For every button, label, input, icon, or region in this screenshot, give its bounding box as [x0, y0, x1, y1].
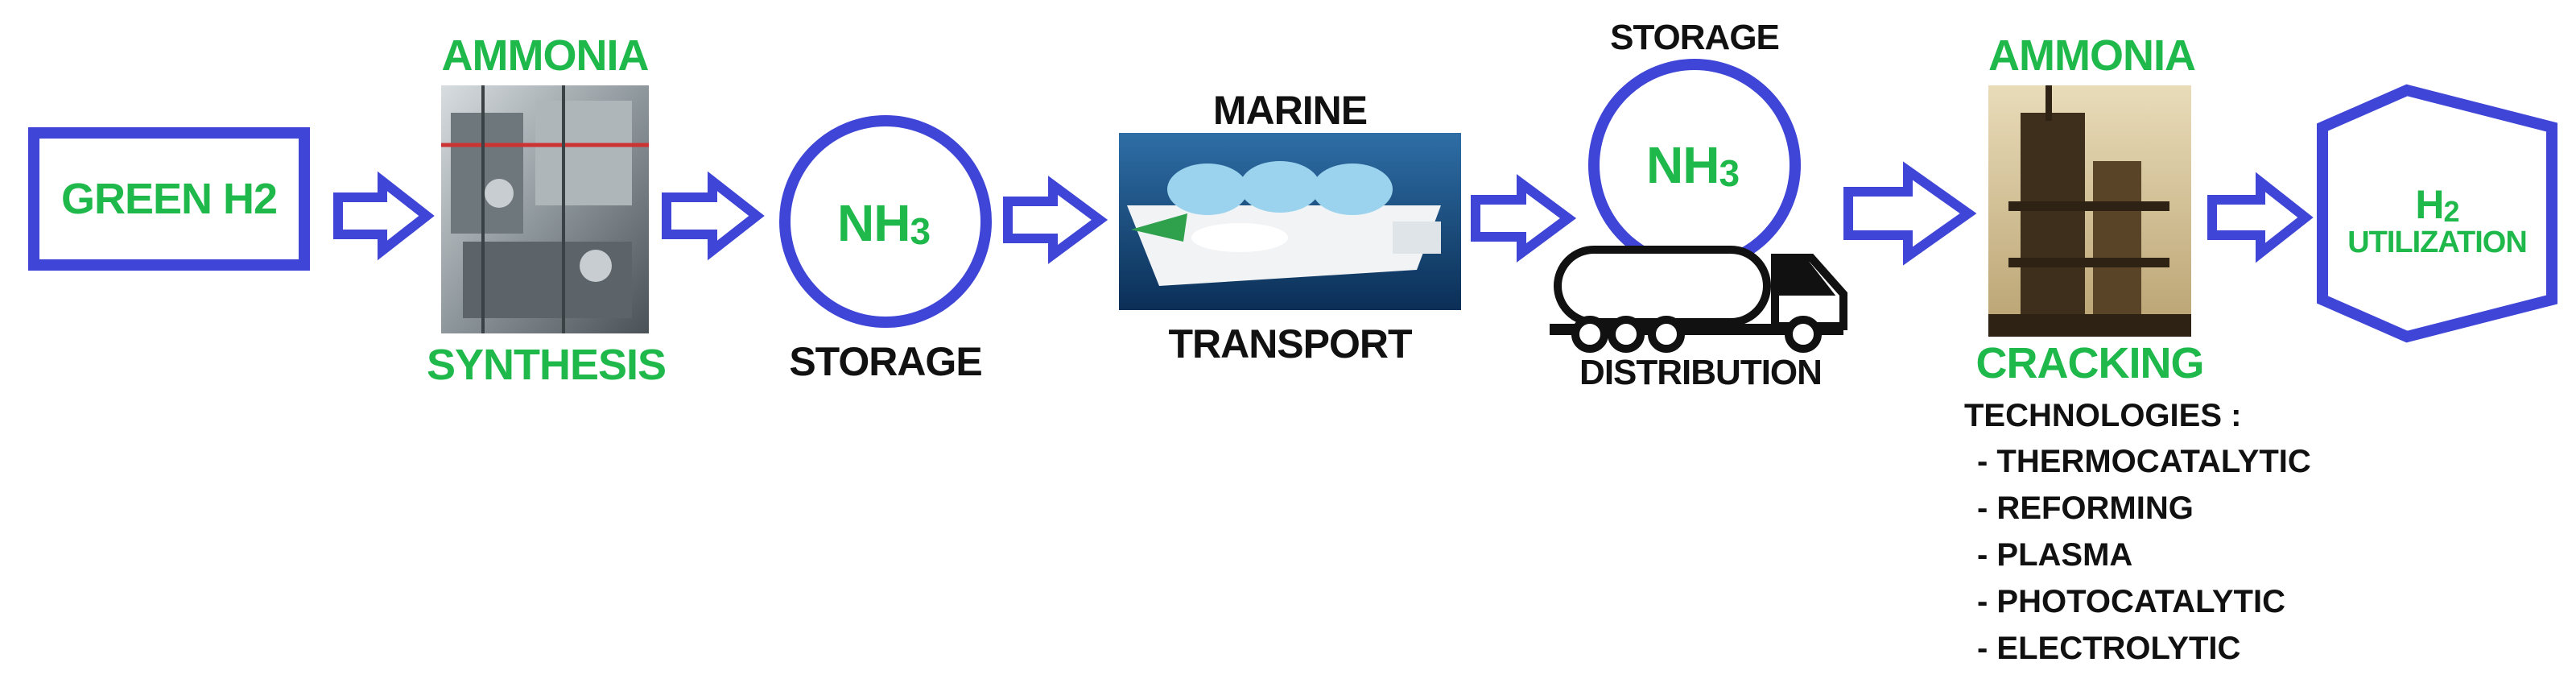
arrow-3: [1003, 176, 1108, 264]
technology-item: - PHOTOCATALYTIC: [1977, 584, 2285, 619]
technology-item: - ELECTROLYTIC: [1977, 631, 2241, 666]
technologies-title: TECHNOLOGIES :: [1964, 398, 2242, 433]
cracking-tower-photo: [1988, 85, 2191, 337]
technology-item: - THERMOCATALYTIC: [1977, 444, 2311, 479]
nh-text-2: NH: [1646, 136, 1719, 194]
cracking-top-label: AMMONIA: [1988, 31, 2196, 80]
lng-ship-photo: [1119, 133, 1461, 310]
storage1-formula: NH3: [837, 193, 931, 253]
technologies-list: TECHNOLOGIES : - THERMOCATALYTIC - REFOR…: [1964, 393, 2311, 672]
arrow-4: [1471, 174, 1577, 263]
cracking-bottom-label: CRACKING: [1975, 339, 2205, 387]
distribution-label: DISTRIBUTION: [1579, 353, 1823, 392]
synthesis-bottom-label: SYNTHESIS: [427, 341, 667, 389]
tanker-truck-icon: [1550, 246, 1847, 353]
storage-circle-1: [779, 115, 992, 328]
arrow-1: [333, 171, 435, 261]
utilization-h2: H2: [2322, 181, 2552, 229]
technology-item: - PLASMA: [1977, 537, 2133, 573]
technology-item: - REFORMING: [1977, 491, 2194, 526]
transport-bottom-label: TRANSPORT: [1168, 321, 1412, 366]
utilization-label: UTILIZATION: [2347, 226, 2528, 259]
storage2-formula: NH3: [1646, 135, 1740, 195]
ammonia-synthesis-plant-photo: [441, 85, 649, 333]
synthesis-top-label: AMMONIA: [441, 31, 650, 80]
nh-subscript-2: 3: [1719, 152, 1740, 194]
green-h2-box: GREEN H2: [28, 127, 310, 271]
arrow-2: [662, 171, 765, 261]
storage1-caption: STORAGE: [789, 339, 982, 384]
storage2-top-label: STORAGE: [1610, 18, 1780, 57]
h-subscript: 2: [2443, 195, 2460, 228]
nh-subscript: 3: [910, 210, 931, 252]
green-h2-label: GREEN H2: [60, 175, 278, 223]
arrow-6: [2207, 172, 2314, 263]
h-text: H: [2415, 182, 2444, 227]
utilization-hexagon: [2317, 84, 2557, 343]
transport-top-label: MARINE: [1212, 88, 1368, 133]
arrow-5: [1843, 161, 1977, 266]
nh-text: NH: [837, 194, 910, 252]
